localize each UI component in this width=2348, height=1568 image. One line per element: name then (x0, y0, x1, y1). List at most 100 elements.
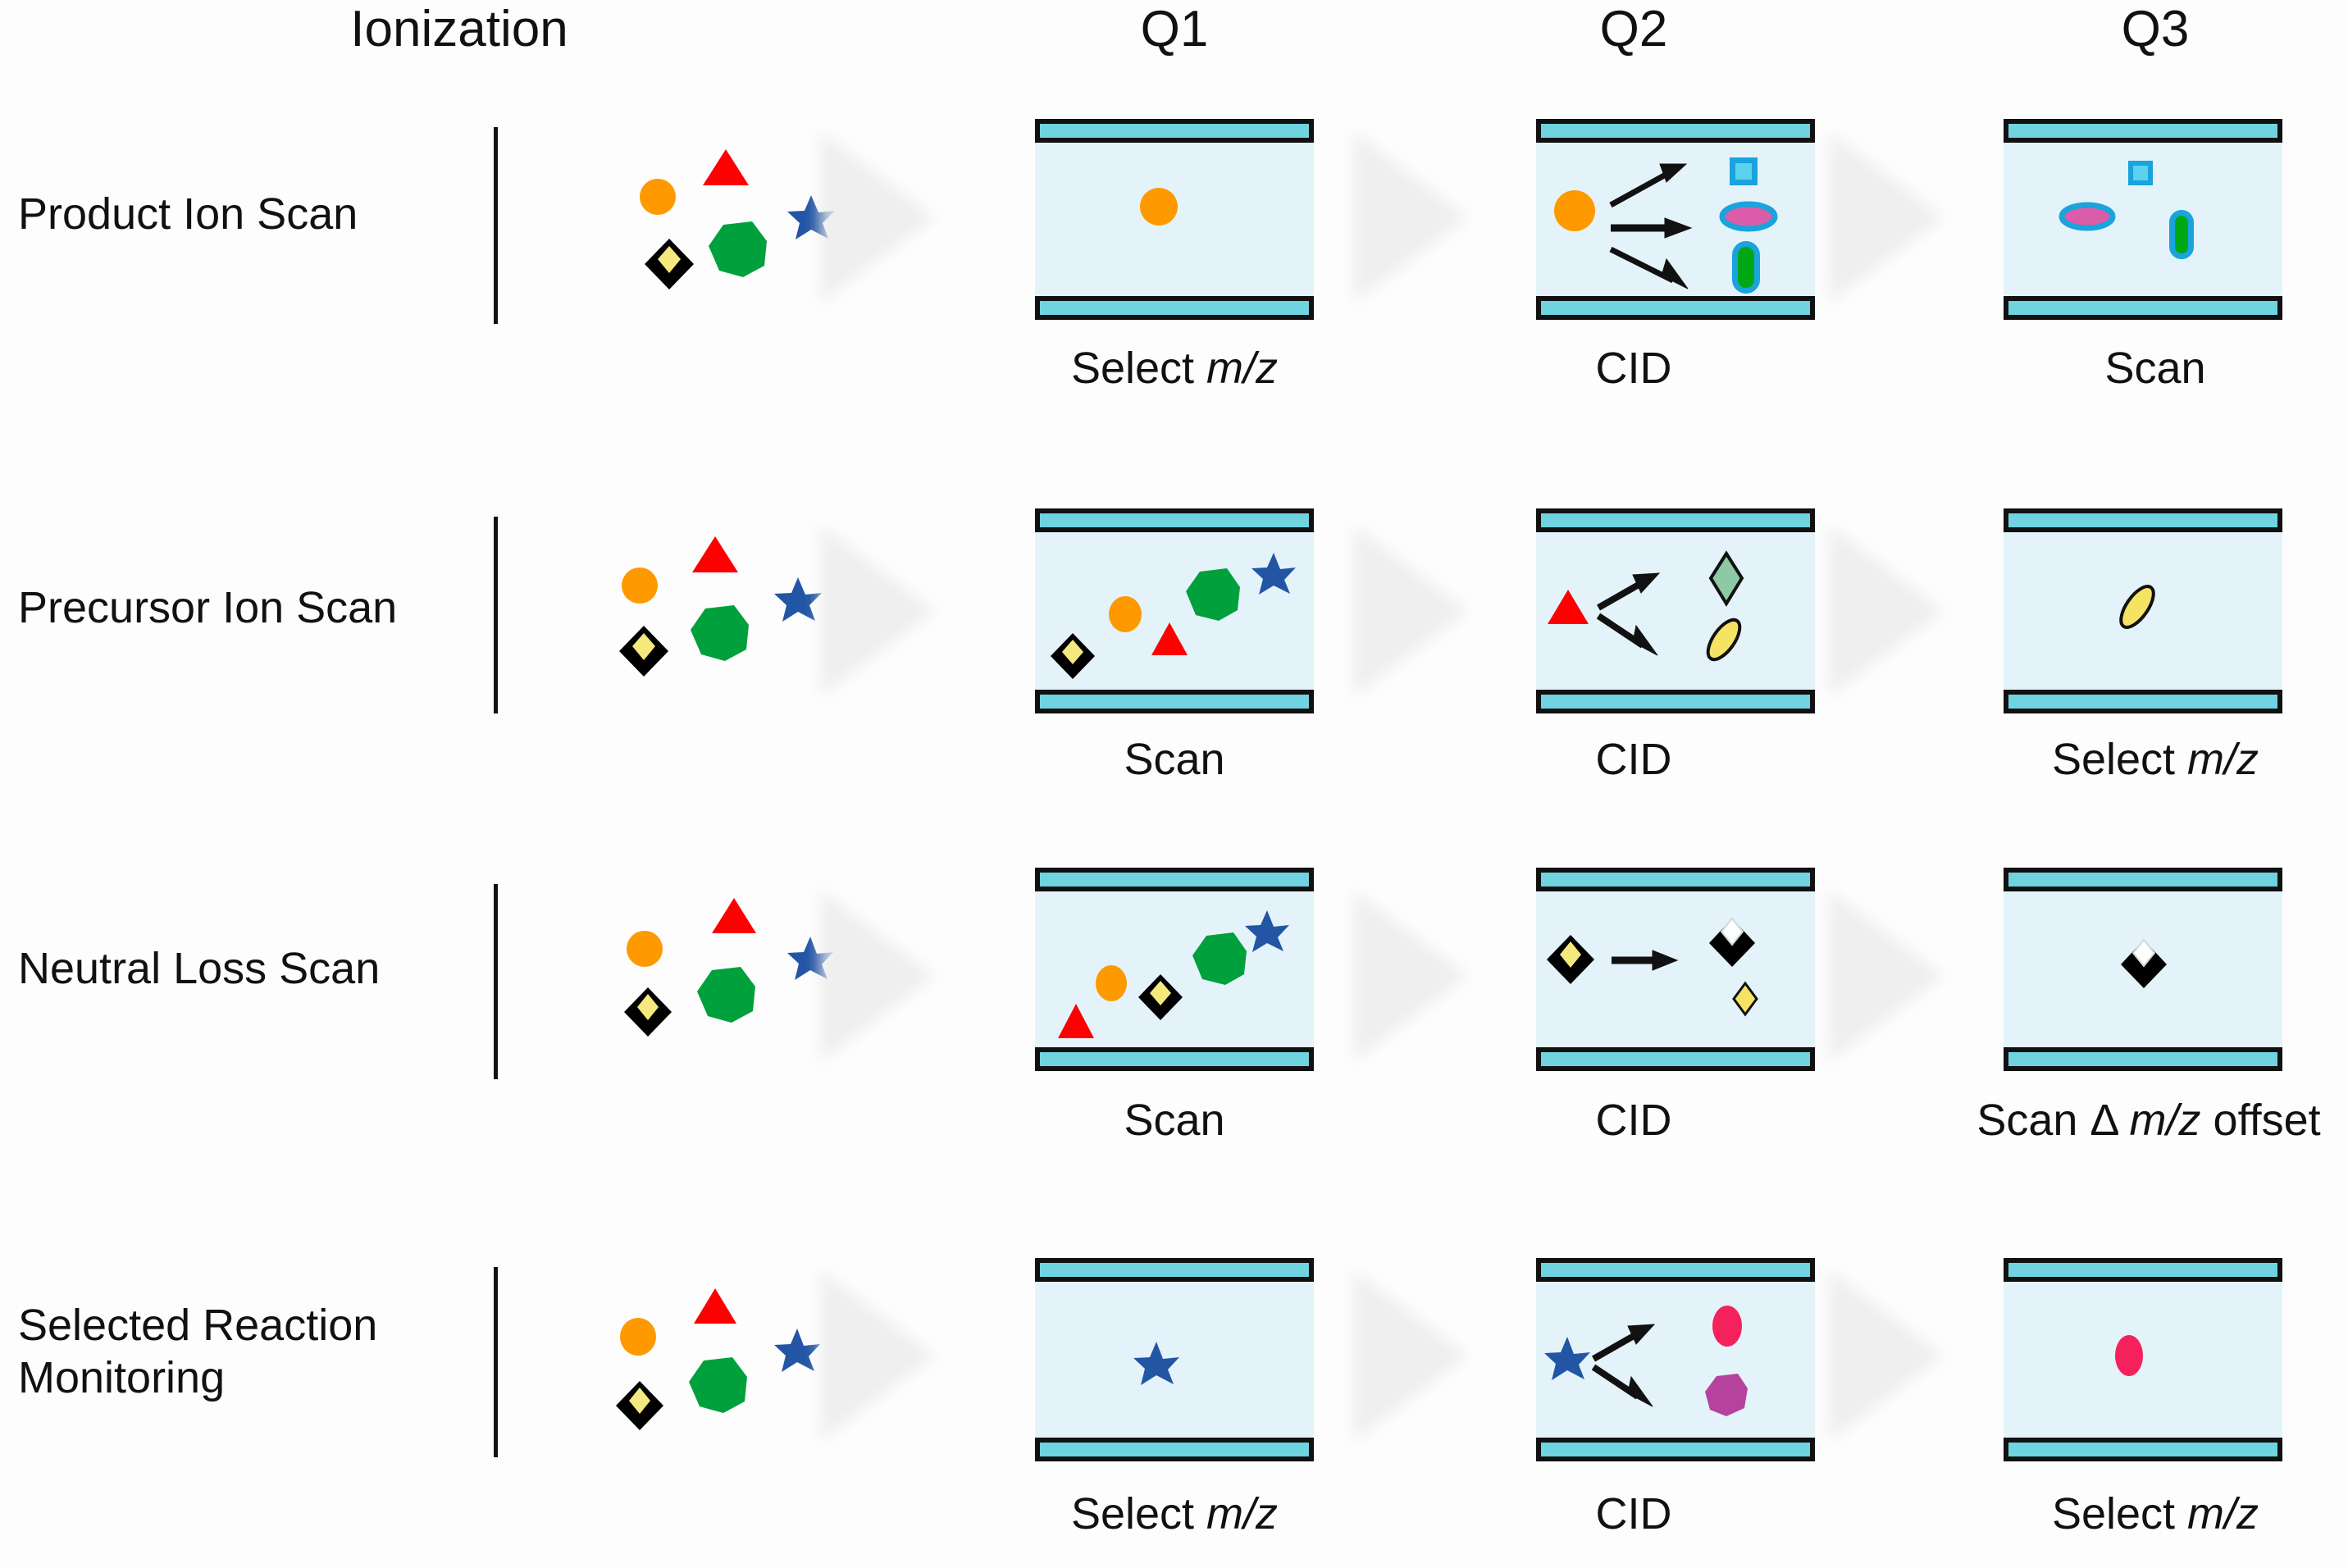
quad-rod-bottom (2004, 1438, 2282, 1461)
quad-rod-bottom (1536, 690, 1815, 713)
quad-cavity (2004, 1282, 2282, 1438)
column-header-q1: Q1 (1140, 1, 1209, 57)
green-heptagon-icon (697, 967, 755, 1023)
red-triangle-icon (1548, 590, 1589, 624)
green-rounded-rect-blue-border-icon (1732, 241, 1760, 294)
flow-arrow-q2-to-q3 (1829, 525, 1944, 697)
quad-rod-bottom (1035, 296, 1314, 320)
black-diamond-hollow-core-icon (2121, 938, 2167, 988)
black-diamond-yellow-core-icon (616, 1381, 663, 1430)
quad-rod-bottom (1536, 1438, 1815, 1461)
yellow-ellipse-outline-icon (2119, 585, 2155, 629)
quad-rod-bottom (2004, 1047, 2282, 1071)
quad-rod-top (1536, 119, 1815, 143)
quadrupole-q1-row1 (1035, 119, 1314, 320)
quad-rod-bottom (2004, 296, 2282, 320)
caption-q3-row2: Select m/z (2051, 735, 2259, 784)
orange-circle-icon (640, 179, 676, 215)
quadrupole-q2-row2 (1536, 508, 1815, 713)
flow-arrow-ionization-to-q1 (820, 890, 935, 1062)
caption-q2-row1: CID (1595, 344, 1672, 393)
column-header-q2: Q2 (1599, 1, 1668, 57)
blue-star-icon (774, 1329, 820, 1372)
quad-cavity (1536, 1282, 1815, 1438)
caption-q2-row3: CID (1595, 1096, 1672, 1145)
red-triangle-icon (692, 536, 738, 572)
black-diamond-yellow-core-icon (1138, 974, 1183, 1020)
flow-arrow-ionization-to-q1 (820, 131, 935, 303)
blue-star-icon (1544, 1337, 1590, 1380)
caption-q1-row3: Scan (1124, 1096, 1225, 1145)
quad-rod-bottom (1536, 1047, 1815, 1071)
black-diamond-yellow-core-icon (619, 626, 668, 677)
yellow-small-diamond-icon (1732, 981, 1758, 1017)
orange-circle-icon (620, 1318, 656, 1356)
red-triangle-icon (694, 1288, 736, 1324)
blue-star-icon (1252, 553, 1296, 595)
black-diamond-yellow-core-icon (624, 987, 672, 1037)
row-divider-rule (494, 127, 498, 324)
row-divider-rule (494, 1267, 498, 1457)
quad-rod-top (1035, 508, 1314, 532)
flow-arrow-q1-to-q2 (1353, 131, 1468, 303)
caption-q1-row2: Scan (1124, 735, 1225, 784)
red-triangle-icon (1151, 622, 1188, 655)
caption-q2-row4: CID (1595, 1489, 1672, 1538)
quad-cavity (2004, 143, 2282, 296)
quad-rod-top (1035, 1258, 1314, 1282)
flow-arrow-q1-to-q2 (1353, 525, 1468, 697)
quad-cavity (1035, 532, 1314, 690)
flow-arrow-q1-to-q2 (1353, 1269, 1468, 1442)
quad-rod-top (2004, 119, 2282, 143)
quad-rod-top (2004, 508, 2282, 532)
green-rounded-rect-blue-border-icon (2169, 210, 2194, 259)
quad-rod-bottom (1035, 1438, 1314, 1461)
green-heptagon-icon (1186, 568, 1240, 621)
row-divider-rule (494, 517, 498, 713)
quad-rod-bottom (1536, 296, 1815, 320)
column-header-q3: Q3 (2121, 1, 2190, 57)
quadrupole-q3-row3 (2004, 868, 2282, 1071)
fragmentation-arrows (1591, 1324, 1656, 1407)
flow-arrow-q2-to-q3 (1829, 1269, 1944, 1442)
red-triangle-icon (712, 898, 756, 933)
green-diamond-outline-icon (1708, 550, 1744, 607)
orange-circle-icon (622, 567, 658, 604)
quad-rod-top (1536, 868, 1815, 891)
quad-rod-bottom (1035, 1047, 1314, 1071)
quadrupole-q2-row4 (1536, 1258, 1815, 1461)
flow-arrow-ionization-to-q1 (820, 1269, 935, 1442)
flow-arrow-q1-to-q2 (1353, 890, 1468, 1062)
row-divider-rule (494, 884, 498, 1079)
caption-q1-row4: Select m/z (1070, 1489, 1279, 1538)
quad-cavity (1035, 143, 1314, 296)
flow-arrow-q2-to-q3 (1829, 890, 1944, 1062)
red-triangle-icon (703, 149, 749, 185)
fragmentation-arrows (1609, 163, 1693, 289)
orange-circle-icon (1096, 965, 1127, 1001)
quad-rod-top (1536, 1258, 1815, 1282)
quad-rod-bottom (1035, 690, 1314, 713)
green-heptagon-icon (709, 221, 767, 277)
green-heptagon-icon (1192, 932, 1247, 985)
caption-q3-row1: Scan (2104, 344, 2206, 393)
orange-circle-icon (1554, 190, 1595, 231)
caption-q3-row4: Select m/z (2051, 1489, 2259, 1538)
quad-rod-top (1536, 508, 1815, 532)
orange-circle-icon (1140, 188, 1178, 226)
caption-q1-row1: Select m/z (1070, 344, 1279, 393)
row-label-selected-reaction-monitoring: Selected Reaction Monitoring (18, 1301, 378, 1402)
quad-rod-bottom (2004, 690, 2282, 713)
crimson-ellipse-icon (1712, 1306, 1742, 1347)
quadrupole-q2-row3 (1536, 868, 1815, 1071)
quad-cavity (1035, 1282, 1314, 1438)
pink-ellipse-blue-border-icon (1719, 201, 1778, 232)
green-heptagon-icon (689, 1357, 747, 1413)
yellow-ellipse-outline-icon (1706, 618, 1742, 662)
quadrupole-q3-row4 (2004, 1258, 2282, 1461)
caption-q2-row2: CID (1595, 735, 1672, 784)
quadrupole-q3-row2 (2004, 508, 2282, 713)
red-triangle-icon (1058, 1004, 1094, 1038)
quad-rod-top (2004, 868, 2282, 891)
quadrupole-q2-row1 (1536, 119, 1815, 320)
